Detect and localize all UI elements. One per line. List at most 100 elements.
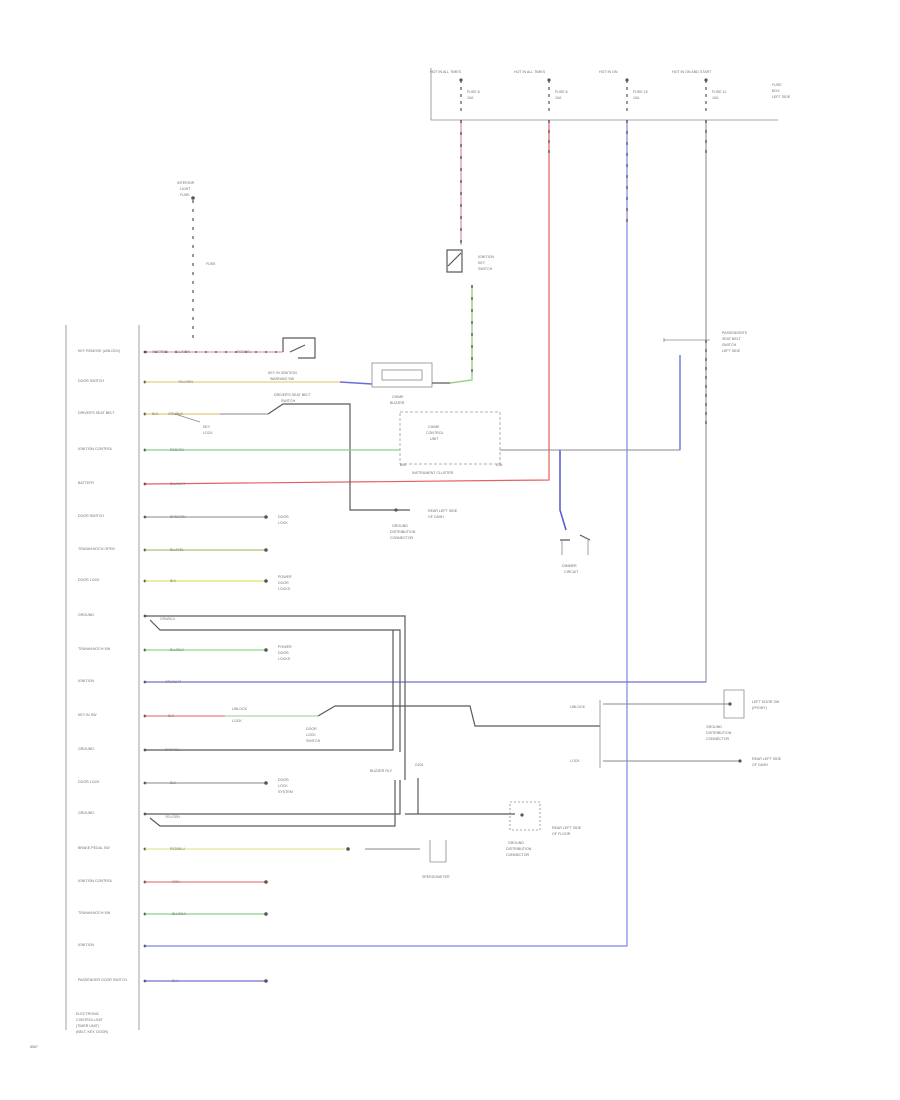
module-pin-9: GROUND (78, 613, 94, 617)
module-pin-10: TRUNK/HATCH SW (78, 647, 111, 651)
ignition-sw-label-1: IGNITION (478, 255, 494, 259)
dist-lower-label-2: DISTRIBUTION (506, 847, 532, 851)
key-in-warning-switch: KEY IN IGNITION WARNING SW (145, 337, 373, 385)
wire-label: BLU/YEL (170, 548, 184, 552)
interior-light-fuse: INTERIOR LIGHT FUSE FUSE (177, 181, 216, 338)
fuse-name-4: FUSE 11 (712, 90, 726, 94)
ground-distribution-upper: GROUND DISTRIBUTION CONNECTOR REAR LEFT … (378, 508, 458, 540)
module-pin-15: GROUND (78, 811, 94, 815)
module-pin-6: DOOR SWITCH (78, 514, 104, 518)
door-lock-lo-label-2: LOCK (278, 521, 288, 525)
module-pin-4: IGNITION CONTROL (78, 447, 113, 451)
passenger-seat-belt-switch: PASSENGER'S SEAT BELT SWITCH LEFT SIDE (663, 331, 748, 430)
g2-label: UNLOCK (232, 707, 248, 711)
connector-label-3: CONNECTOR (706, 737, 729, 741)
wire-label: BLK (170, 579, 177, 583)
floor-ground-label-2: OF DASH (428, 515, 444, 519)
wire-label: WHT/RED (152, 350, 168, 354)
left-door-label-2: (FRONT) (752, 706, 767, 710)
module-pin-16: BRAKE PEDAL SW (78, 846, 110, 850)
wire-label: BRN/GRN (170, 515, 186, 519)
seat-belt-label-2: SWITCH (281, 399, 296, 403)
ignition-key-switch: IGNITION KEY SWITCH (446, 249, 494, 273)
ground-distribution-lower: BUZZER RLY G201 GROUND DISTRIBUTION CONN… (145, 752, 582, 857)
floor-lower-label-2: OF FLOOR (552, 832, 571, 836)
dimmer-label-2: CIRCUIT (564, 570, 579, 574)
door-sw-lock-label-3: SWITCH (306, 739, 321, 743)
fuse-box-label-2: BOX (772, 89, 780, 93)
dimmer-label-1: DIMMER (562, 564, 577, 568)
wire-label: GRN (172, 880, 180, 884)
fuse-name-1: FUSE 8 (467, 90, 480, 94)
trunk-open-label-2: DOOR (278, 651, 289, 655)
fuse-rating-4: 10A (712, 96, 719, 100)
module-pin-20: PASSENGER DOOR SWITCH (78, 978, 127, 982)
ign-label: IGN (496, 463, 503, 467)
fuse-header-4: HOT IN ON AND START (672, 70, 712, 74)
module-pin-13: GROUND (78, 747, 94, 751)
fuse-header-2: HOT IN ALL TIMES (514, 70, 546, 74)
bat-label: BAT (400, 463, 408, 467)
trunk-sys-label-1: POWER (278, 575, 292, 579)
rear-ground-label-2: OF DASH (752, 763, 768, 767)
rear-ground-label-1: REAR LEFT SIDE (752, 757, 782, 761)
module-pin-17: IGNITION CONTROL (78, 879, 113, 883)
dimmer-circuit: DIMMER CIRCUIT (559, 355, 681, 574)
floor-lower-label-1: REAR LEFT SIDE (552, 826, 582, 830)
module-name-1: ELECTRONIC (76, 1012, 100, 1016)
wire-label: GRN/BLU (160, 617, 176, 621)
door-lock-sys-label-1: DOOR (278, 778, 289, 782)
wire-label: BLK (152, 412, 159, 416)
cluster-label-2: CONTROL (426, 431, 444, 435)
g3-label: LOCK (232, 719, 242, 723)
wire-label: BLU/WHT (170, 482, 185, 486)
wire-label: BRN/YEL (165, 748, 180, 752)
fuse-4: FUSE 11 10A (704, 78, 726, 114)
module-pin-18: TRUNK/HATCH SW (78, 911, 111, 915)
trunk-sys-label-2: DOOR (278, 581, 289, 585)
module-name-4: (BELT, KEY, DOOR) (76, 1030, 108, 1034)
lock-label: LOCK (570, 759, 580, 763)
pin-wires-middle: DOOR LOCK POWER DOOR LOCKS POWER DOOR LO… (145, 515, 600, 794)
instrument-cluster: CHIME CONTROL UNIT INSTRUMENT CLUSTER BA… (145, 411, 560, 475)
module-pin-7: TRUNK/HATCH OPEN (78, 547, 115, 551)
buzzer-label: BUZZER RLY (370, 769, 393, 773)
ignition-sw-label-3: SWITCH (478, 267, 493, 271)
driver-seat-belt-switch: DRIVER'S SEAT BELT SWITCH KEY LOCK (145, 393, 378, 511)
passenger-sw-label-2: SEAT BELT (722, 337, 742, 341)
door-lock-sys-label-3: SYSTEM (278, 790, 293, 794)
wire-label: BLU/BLK (172, 912, 187, 916)
ground-dist-label-3: CONNECTOR (390, 536, 413, 540)
connector-signal-block: UNLOCK LOCK GROUND DISTRIBUTION CONNECTO… (570, 689, 782, 768)
left-door-label-1: LEFT DOOR SW (752, 700, 780, 704)
dist-lower-label-3: CONNECTOR (506, 853, 529, 857)
module-pin-11: IGNITION (78, 679, 94, 683)
module-pin-12: KEY IN SW (78, 713, 97, 717)
module-pin-5: BATTERY (78, 481, 95, 485)
brake2-label: G201 (415, 763, 424, 767)
cluster-label-3: UNIT (430, 437, 439, 441)
module-name-3: (TIMER UNIT) (76, 1024, 99, 1028)
module-pin-3: DRIVER'S SEAT BELT (78, 411, 115, 415)
key-in-label-2: WARNING SW (270, 377, 295, 381)
key-lock-label-1: KEY (203, 425, 211, 429)
door-sw-lock-label-1: DOOR (306, 727, 317, 731)
wire-label: YEL/GRN (178, 380, 193, 384)
door-lock-lo-label-1: DOOR (278, 515, 289, 519)
module-name-2: CONTROL UNIT (76, 1018, 104, 1022)
wire-label: YEL/GRN (165, 815, 180, 819)
speedometer-sensor: SPEEDOMETER (145, 840, 450, 879)
module-pin-8: DOOR LOCK (78, 578, 100, 582)
wire-label: RED/BLU (170, 847, 185, 851)
fuse-feed-wires (144, 120, 707, 947)
speedometer-label: SPEEDOMETER (422, 875, 450, 879)
ground-dist-label-2: DISTRIBUTION (390, 530, 416, 534)
fuse-small-label: FUSE (206, 262, 216, 266)
connector-label-2: DISTRIBUTION (706, 731, 732, 735)
passenger-sw-label-3: SWITCH (722, 343, 737, 347)
